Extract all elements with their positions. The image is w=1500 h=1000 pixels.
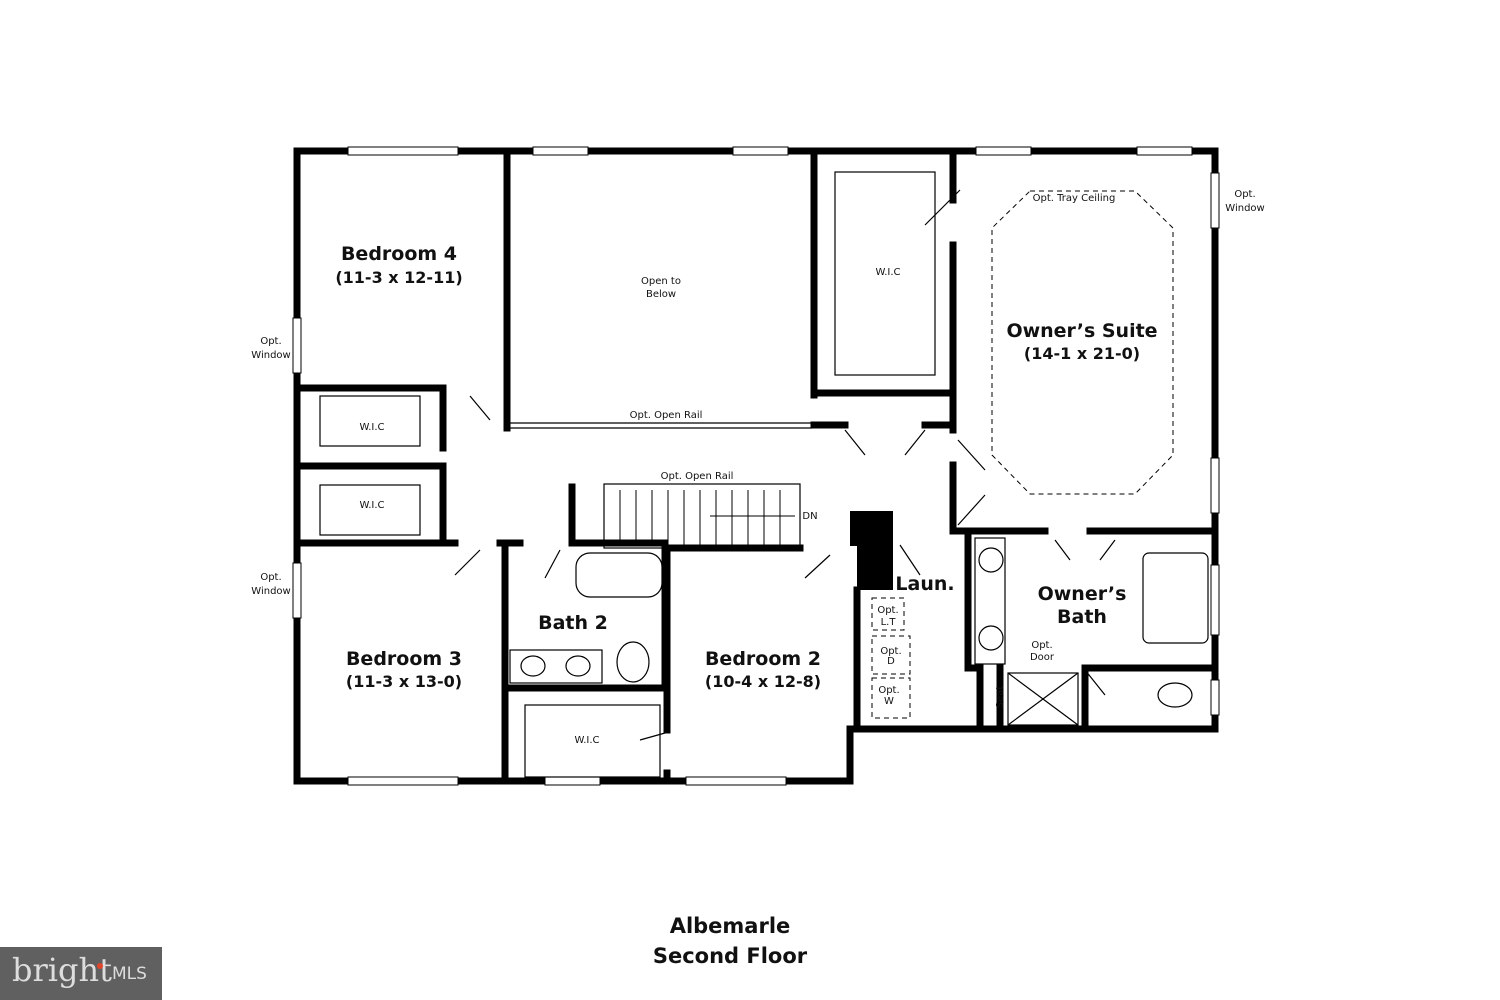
note: W.I.C: [875, 267, 900, 278]
note: Opt. Open Rail: [661, 471, 734, 482]
note: Opt. Open Rail: [630, 410, 703, 421]
bright-mls-logo: bright MLS: [0, 947, 162, 1000]
note: D: [887, 656, 895, 667]
walls: [293, 147, 1219, 785]
room-label: Bedroom 3: [346, 648, 462, 670]
note: Opt. Tray Ceiling: [1033, 193, 1116, 204]
note: Opt.: [877, 605, 898, 616]
room-label: Bedroom 4: [341, 243, 457, 265]
logo-dot: [97, 963, 103, 969]
note: Opt.: [878, 685, 899, 696]
note: W: [884, 696, 894, 707]
note: Below: [646, 289, 676, 300]
note: Window: [251, 350, 290, 361]
note: Opt.: [260, 336, 281, 347]
note: Seat: [995, 686, 1006, 709]
room-label: Owner’s Suite: [1006, 320, 1157, 342]
plan-name: Albemarle: [669, 914, 791, 938]
note: Opt.: [1234, 189, 1255, 200]
chimney-lower: [857, 540, 893, 590]
room-label: Owner’s: [1038, 583, 1127, 605]
note: DN: [802, 511, 817, 522]
room-dims: (14-1 x 21-0): [1024, 344, 1140, 363]
note: Opt.: [880, 646, 901, 657]
note: Window: [1225, 203, 1264, 214]
room-label: Bath: [1057, 606, 1107, 628]
note: Opt.: [260, 572, 281, 583]
fixtures: [319, 171, 1209, 778]
windows: [292, 146, 1220, 786]
floor-name: Second Floor: [652, 944, 808, 968]
note: Window: [251, 586, 290, 597]
note: Opt.: [1031, 640, 1052, 651]
room-label: Laun.: [895, 573, 954, 595]
room-dims: (11-3 x 12-11): [335, 268, 462, 287]
note: W.I.C: [359, 422, 384, 433]
room-dims: (10-4 x 12-8): [705, 672, 821, 691]
note: L.T: [881, 617, 897, 628]
note: W.I.C: [574, 735, 599, 746]
logo-suffix: MLS: [112, 964, 147, 984]
room-dims: (11-3 x 13-0): [346, 672, 462, 691]
room-label: Bedroom 2: [705, 648, 821, 670]
room-label: Bath 2: [538, 612, 608, 634]
note: Door: [1030, 652, 1055, 663]
note: Open to: [641, 276, 681, 287]
logo-brand: bright: [12, 951, 112, 989]
note: W.I.C: [359, 500, 384, 511]
